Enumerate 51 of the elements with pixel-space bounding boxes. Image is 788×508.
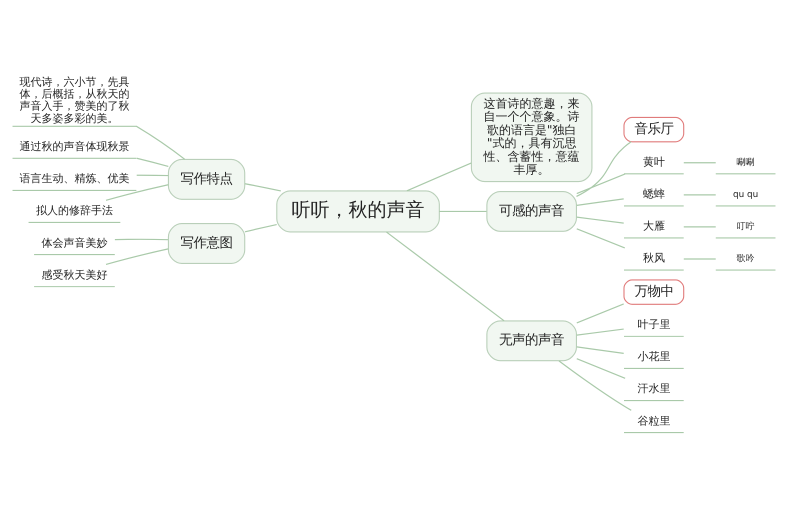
- node-box: 可感的声音: [486, 190, 577, 232]
- connector: [576, 328, 624, 336]
- connector: [576, 141, 632, 197]
- connector: [684, 226, 716, 228]
- node-text: 体会声音美妙: [41, 236, 108, 250]
- connector: [684, 162, 716, 164]
- node-text: 大雁: [642, 220, 665, 233]
- node-text: 唰唰: [736, 158, 755, 168]
- connector: [439, 210, 486, 212]
- node-text: 小花里: [637, 350, 670, 364]
- node-text: 现代诗，六小节，先具体，后概括，从秋天的声音入手，赞美的了秋天多姿多彩的美。: [19, 75, 130, 125]
- connector: [576, 346, 624, 354]
- connector: [576, 173, 626, 194]
- node-box: 音乐厅: [623, 116, 684, 142]
- connector: [576, 228, 626, 248]
- connector: [114, 238, 168, 240]
- connector: [576, 216, 624, 224]
- connector: [576, 198, 624, 206]
- connector: [576, 303, 624, 324]
- node-text: 汗水里: [637, 382, 670, 396]
- node-text: 拟人的修辞手法: [36, 204, 113, 218]
- connector: [106, 184, 168, 201]
- connector: [244, 224, 277, 232]
- node-text: 歌吟: [736, 254, 755, 264]
- connector: [136, 126, 186, 160]
- node-text: qu qu: [733, 190, 758, 200]
- node-box: 这首诗的意趣，来自一个个意象。诗歌的语言是"独白"式的，具有沉思性、含蓄性，意蕴丰厚。: [470, 92, 592, 182]
- connector: [136, 158, 168, 167]
- node-text: 语言生动、精炼、优美: [19, 172, 130, 186]
- connector: [576, 358, 626, 379]
- connector: [558, 360, 632, 411]
- connector: [106, 248, 168, 266]
- node-box: 无声的声音: [486, 320, 577, 362]
- node-text: 谷粒里: [637, 414, 670, 428]
- connector: [136, 174, 168, 176]
- node-text: 蟋蟀: [642, 188, 665, 201]
- node-box: 万物中: [623, 279, 684, 305]
- node-box: 听听，秋的声音: [276, 190, 440, 232]
- node-text: 秋风: [642, 252, 665, 265]
- node-box: 写作意图: [168, 223, 246, 264]
- connector: [684, 194, 716, 196]
- node-text: 通过秋的声音体现秋景: [19, 140, 130, 154]
- connector: [386, 231, 504, 322]
- connector: [244, 183, 281, 192]
- node-text: 叮咛: [736, 222, 755, 232]
- connector: [684, 258, 716, 260]
- node-text: 感受秋天美好: [41, 268, 108, 282]
- connector: [406, 162, 472, 192]
- node-text: 黄叶: [642, 156, 665, 169]
- node-box: 写作特点: [168, 158, 246, 200]
- node-text: 叶子里: [637, 318, 670, 332]
